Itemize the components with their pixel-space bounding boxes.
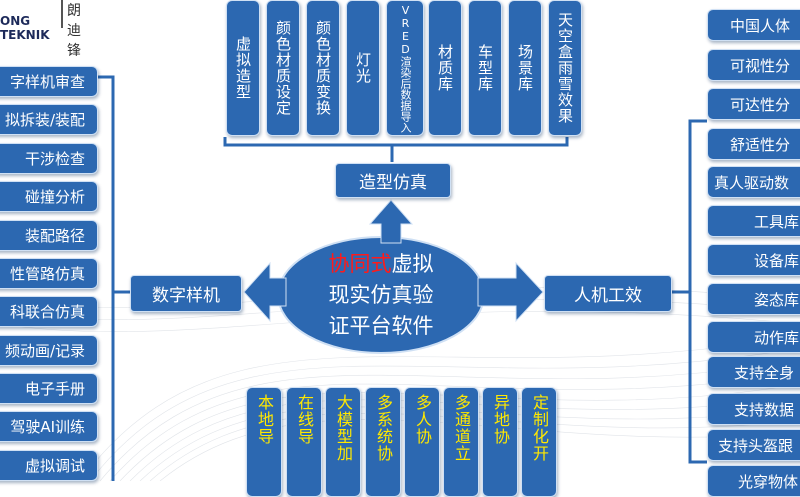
left-item[interactable]: 电子手册	[0, 373, 98, 404]
top-item[interactable]: 灯光	[346, 0, 380, 136]
center-line3: 证平台软件	[328, 313, 434, 338]
bottom-item[interactable]: 大模型加	[325, 387, 361, 497]
hub-left[interactable]: 数字样机	[130, 275, 242, 312]
right-item[interactable]: 中国人体	[707, 9, 800, 41]
right-item[interactable]: 可视性分	[707, 49, 800, 81]
hub-right[interactable]: 人机工效	[544, 275, 672, 312]
left-item[interactable]: 驾驶AI训练	[0, 411, 98, 442]
diagram-background	[0, 75, 800, 481]
right-item[interactable]: 工具库	[707, 205, 800, 237]
left-item[interactable]: 虚拟调试	[0, 450, 98, 481]
hub-top[interactable]: 造型仿真	[335, 163, 451, 198]
top-item[interactable]: 场景库	[508, 0, 542, 136]
right-item[interactable]: 可达性分	[707, 88, 800, 120]
left-item[interactable]: 科联合仿真	[0, 296, 98, 327]
left-item[interactable]: 干涉检查	[0, 143, 98, 174]
bottom-item[interactable]: 多系统协	[365, 387, 401, 497]
bottom-item[interactable]: 定制化开	[521, 387, 557, 497]
top-item[interactable]: 车型库	[468, 0, 502, 136]
center-highlight: 协同式	[328, 251, 392, 276]
right-item[interactable]: 姿态库	[707, 283, 800, 315]
bottom-item[interactable]: 异地协	[482, 387, 518, 497]
right-item[interactable]: 支持全身	[707, 356, 800, 388]
top-item[interactable]: 颜色材质设定	[266, 0, 300, 136]
logo-en: ONG TEKNIK	[0, 14, 50, 42]
left-item[interactable]: 性管路仿真	[0, 258, 98, 289]
right-item[interactable]: 动作库	[707, 321, 800, 353]
top-item[interactable]: 材质库	[428, 0, 462, 136]
top-item[interactable]: 虚拟造型	[226, 0, 260, 136]
right-item[interactable]: 光穿物体	[707, 465, 800, 497]
left-item[interactable]: 频动画/记录	[0, 335, 98, 366]
left-item[interactable]: 装配路径	[0, 220, 98, 251]
bottom-item[interactable]: 在线导	[286, 387, 322, 497]
right-item[interactable]: 舒适性分	[707, 128, 800, 160]
logo-cn: 朗迪锋	[67, 3, 81, 59]
top-item[interactable]: VRED渲染后数据导入	[386, 0, 424, 136]
left-item[interactable]: 字样机审查	[0, 66, 98, 97]
bottom-item[interactable]: 多通道立	[443, 387, 479, 497]
bottom-item[interactable]: 多人协	[404, 387, 440, 497]
center-node[interactable]: 协同式虚拟 现实仿真验 证平台软件	[280, 237, 482, 353]
left-item[interactable]: 碰撞分析	[0, 181, 98, 212]
left-item[interactable]: 拟拆装/装配	[0, 104, 98, 135]
right-item[interactable]: 真人驱动数	[707, 166, 800, 198]
right-item[interactable]: 设备库	[707, 244, 800, 276]
bottom-item[interactable]: 本地导	[246, 387, 282, 497]
logo-divider	[61, 0, 63, 28]
center-line2: 现实仿真验	[328, 282, 434, 307]
top-item[interactable]: 天空盒雨雪效果	[548, 0, 582, 136]
right-item[interactable]: 支持头盔跟	[707, 429, 800, 461]
top-item[interactable]: 颜色材质变换	[306, 0, 340, 136]
center-line1-rest: 虚拟	[391, 251, 434, 276]
right-item[interactable]: 支持数据	[707, 393, 800, 425]
